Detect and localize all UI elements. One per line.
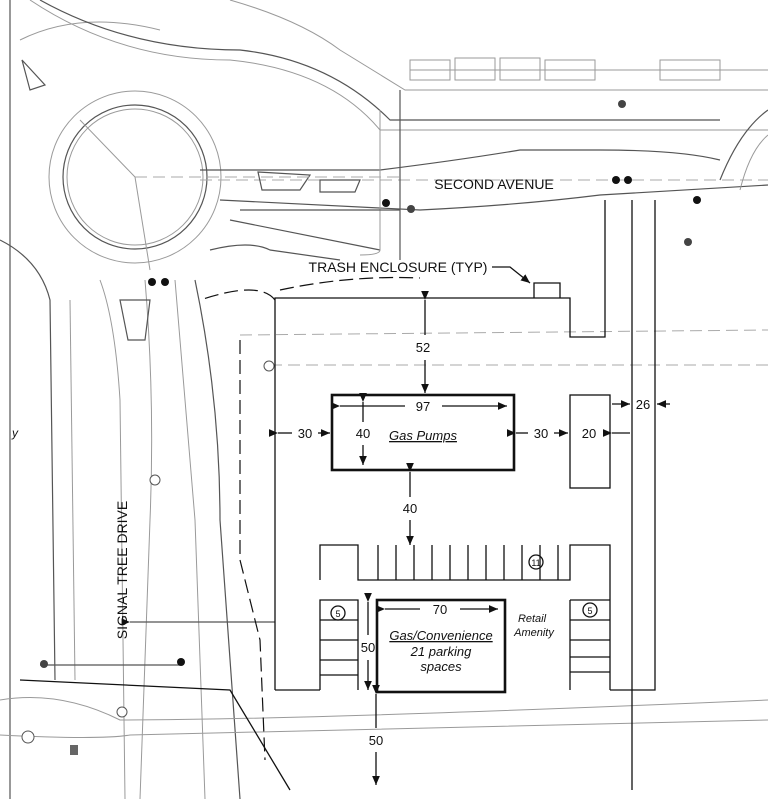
trash-enclosure [492, 266, 561, 298]
dim-setback-north: 52 [416, 340, 430, 355]
convenience-parking-label-2: spaces [420, 659, 462, 674]
convenience-parking-label-1: 21 parking [410, 644, 472, 659]
convenience-store-building [375, 598, 507, 694]
dim-canopy-width: 20 [582, 426, 596, 441]
dim-store-depth: 50 [361, 640, 375, 655]
dim-pumps-to-parking: 40 [403, 501, 417, 516]
street-label-signal-tree-drive: SIGNAL TREE DRIVE [114, 501, 130, 639]
retail-label-1: Retail [518, 613, 547, 625]
street-label-second-avenue: SECOND AVENUE [434, 176, 554, 192]
edge-text-fragment: y [11, 426, 19, 440]
retail-label-2: Amenity [513, 627, 555, 639]
convenience-label: Gas/Convenience [389, 628, 492, 643]
gas-pumps-label: Gas Pumps [389, 428, 457, 443]
dim-east-gap: 30 [534, 426, 548, 441]
dimension-lines [268, 290, 670, 785]
parking-count-east: 5 [587, 606, 592, 616]
parking-north-row [319, 544, 611, 690]
site-boundary [274, 200, 656, 790]
dim-pumps-depth: 40 [356, 426, 370, 441]
dim-store-width: 70 [433, 602, 447, 617]
trash-enclosure-label: TRASH ENCLOSURE (TYP) [309, 259, 488, 275]
dim-pumps-width: 97 [416, 399, 430, 414]
dim-west-setback: 30 [298, 426, 312, 441]
dim-east-drive: 26 [636, 397, 650, 412]
parking-east-row [569, 599, 610, 690]
dim-south-setback: 50 [369, 733, 383, 748]
canopy-strip [569, 394, 611, 489]
parking-count-north: 11 [531, 558, 540, 568]
parking-count-west: 5 [335, 609, 340, 619]
